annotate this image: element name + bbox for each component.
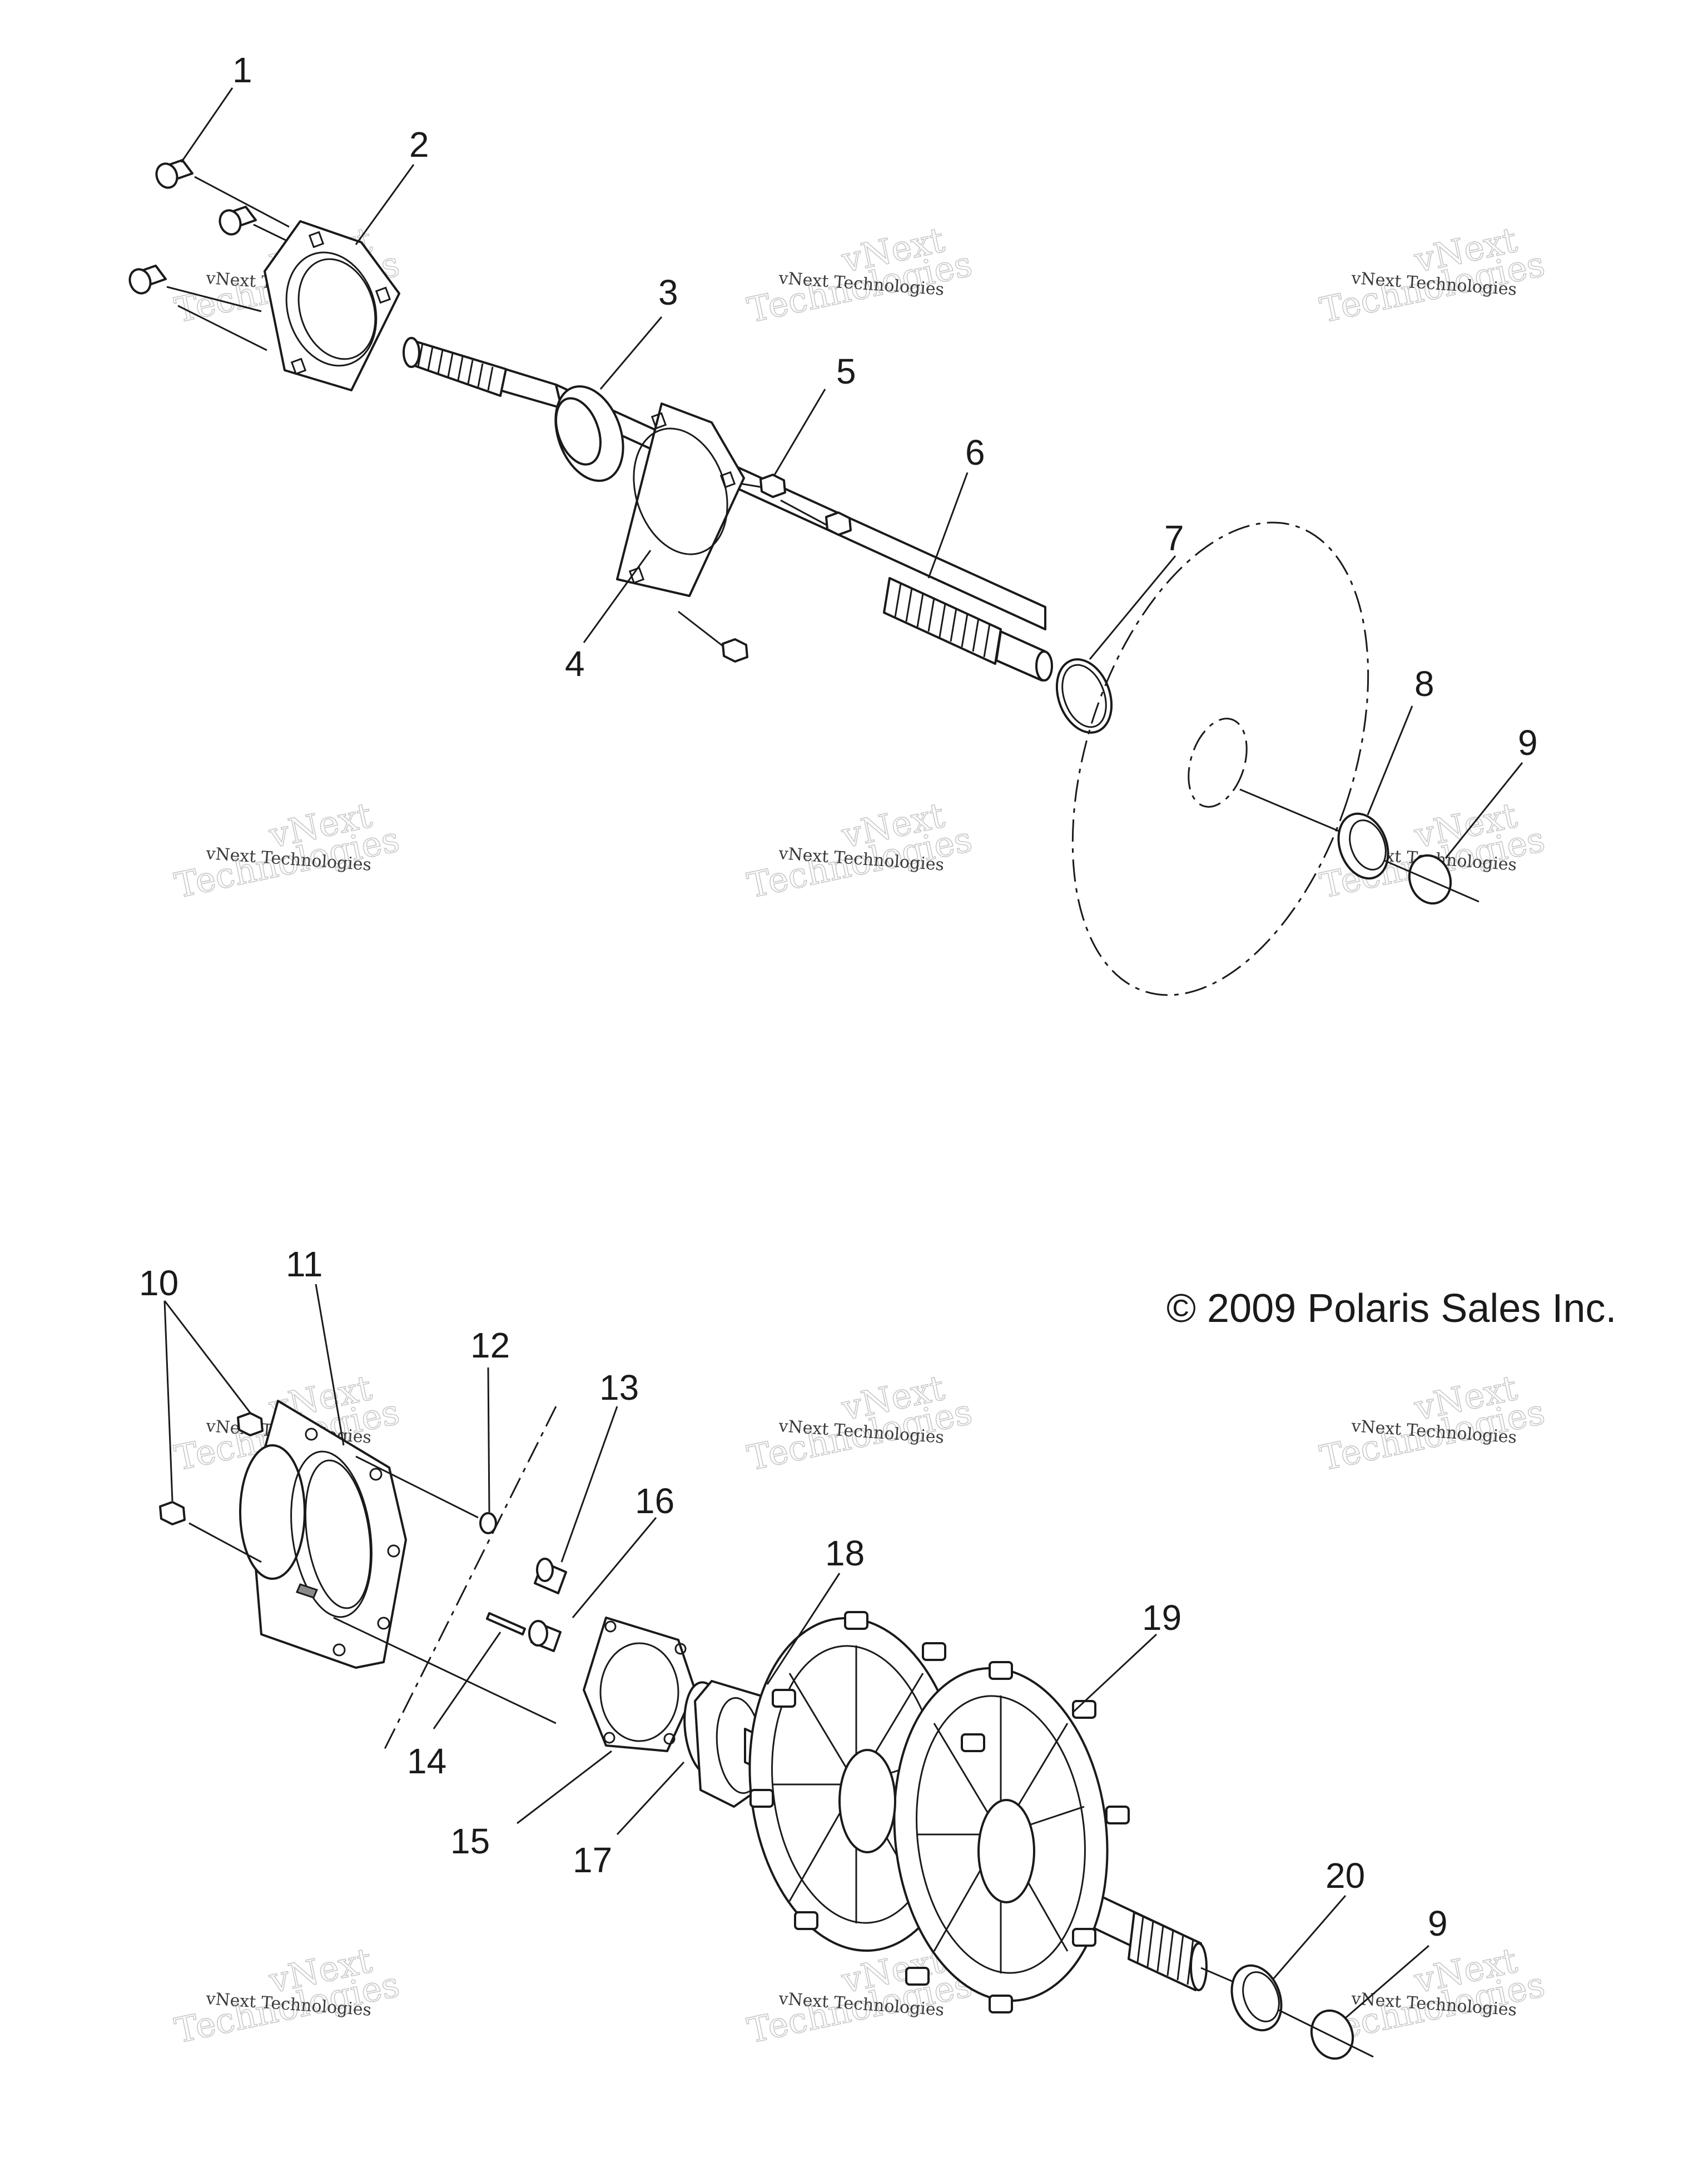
callout-10: 10 (139, 1263, 178, 1303)
watermark: vNext Technologies vNext Technologies (171, 1940, 403, 2052)
bearing-part (1337, 812, 1389, 880)
callout-5: 5 (836, 351, 856, 391)
watermark: vNext Technologies vNext Technologies (743, 219, 976, 331)
flange-plate-part (264, 220, 400, 391)
bearing-part (1230, 1964, 1283, 2032)
watermark: vNext Technologies vNext Technologies (1316, 1367, 1548, 1479)
retaining-ring-part (1310, 2009, 1354, 2060)
callout-20: 20 (1325, 1856, 1365, 1896)
watermark: vNext Technologies vNext Technologies (743, 794, 976, 907)
callout-19: 19 (1142, 1598, 1181, 1638)
callout-12: 12 (470, 1325, 510, 1365)
callout-8: 8 (1414, 664, 1434, 704)
flange-plate-part (616, 402, 745, 597)
callout-2: 2 (409, 125, 429, 165)
flange-plate-part (583, 1617, 696, 1752)
bearing-part (554, 385, 624, 482)
callout-11: 11 (286, 1244, 322, 1284)
watermark: vNext Technologies vNext Technologies (1316, 219, 1548, 331)
callout-4: 4 (565, 644, 585, 684)
callout-15: 15 (450, 1821, 490, 1861)
watermark: vNext Technologies vNext Technologies (171, 794, 403, 907)
callout-16: 16 (635, 1481, 674, 1521)
callout-17: 17 (573, 1840, 612, 1880)
key-part (486, 1612, 526, 1635)
callout-13: 13 (599, 1368, 639, 1408)
callout-9-lower: 9 (1428, 1903, 1448, 1943)
callout-1: 1 (232, 50, 252, 90)
retaining-ring-part (1408, 854, 1452, 905)
disc-outline (1071, 521, 1369, 996)
callout-9: 9 (1518, 723, 1538, 763)
bearing-housing-part (239, 1400, 407, 1669)
callout-14: 14 (407, 1741, 446, 1781)
bolt-part (528, 1620, 562, 1652)
callout-labels: 1 2 3 5 6 4 7 8 9 10 11 12 13 16 18 19 1… (139, 50, 1538, 1943)
washer-part (479, 1512, 497, 1534)
watermark: vNext Technologies vNext Technologies (743, 1367, 976, 1479)
callout-7: 7 (1164, 518, 1184, 558)
lower-assembly (159, 1284, 1429, 2060)
callout-3: 3 (658, 272, 678, 312)
drive-drum-part (744, 1611, 1208, 2013)
copyright-text: © 2009 Polaris Sales Inc. (1166, 1286, 1616, 1331)
upper-assembly (128, 87, 1523, 996)
callout-18: 18 (825, 1533, 865, 1573)
nut-part (722, 474, 852, 663)
o-ring-part (1055, 658, 1113, 734)
pin-part (534, 1558, 567, 1594)
callout-6: 6 (965, 432, 985, 473)
bolt-part (128, 159, 257, 295)
